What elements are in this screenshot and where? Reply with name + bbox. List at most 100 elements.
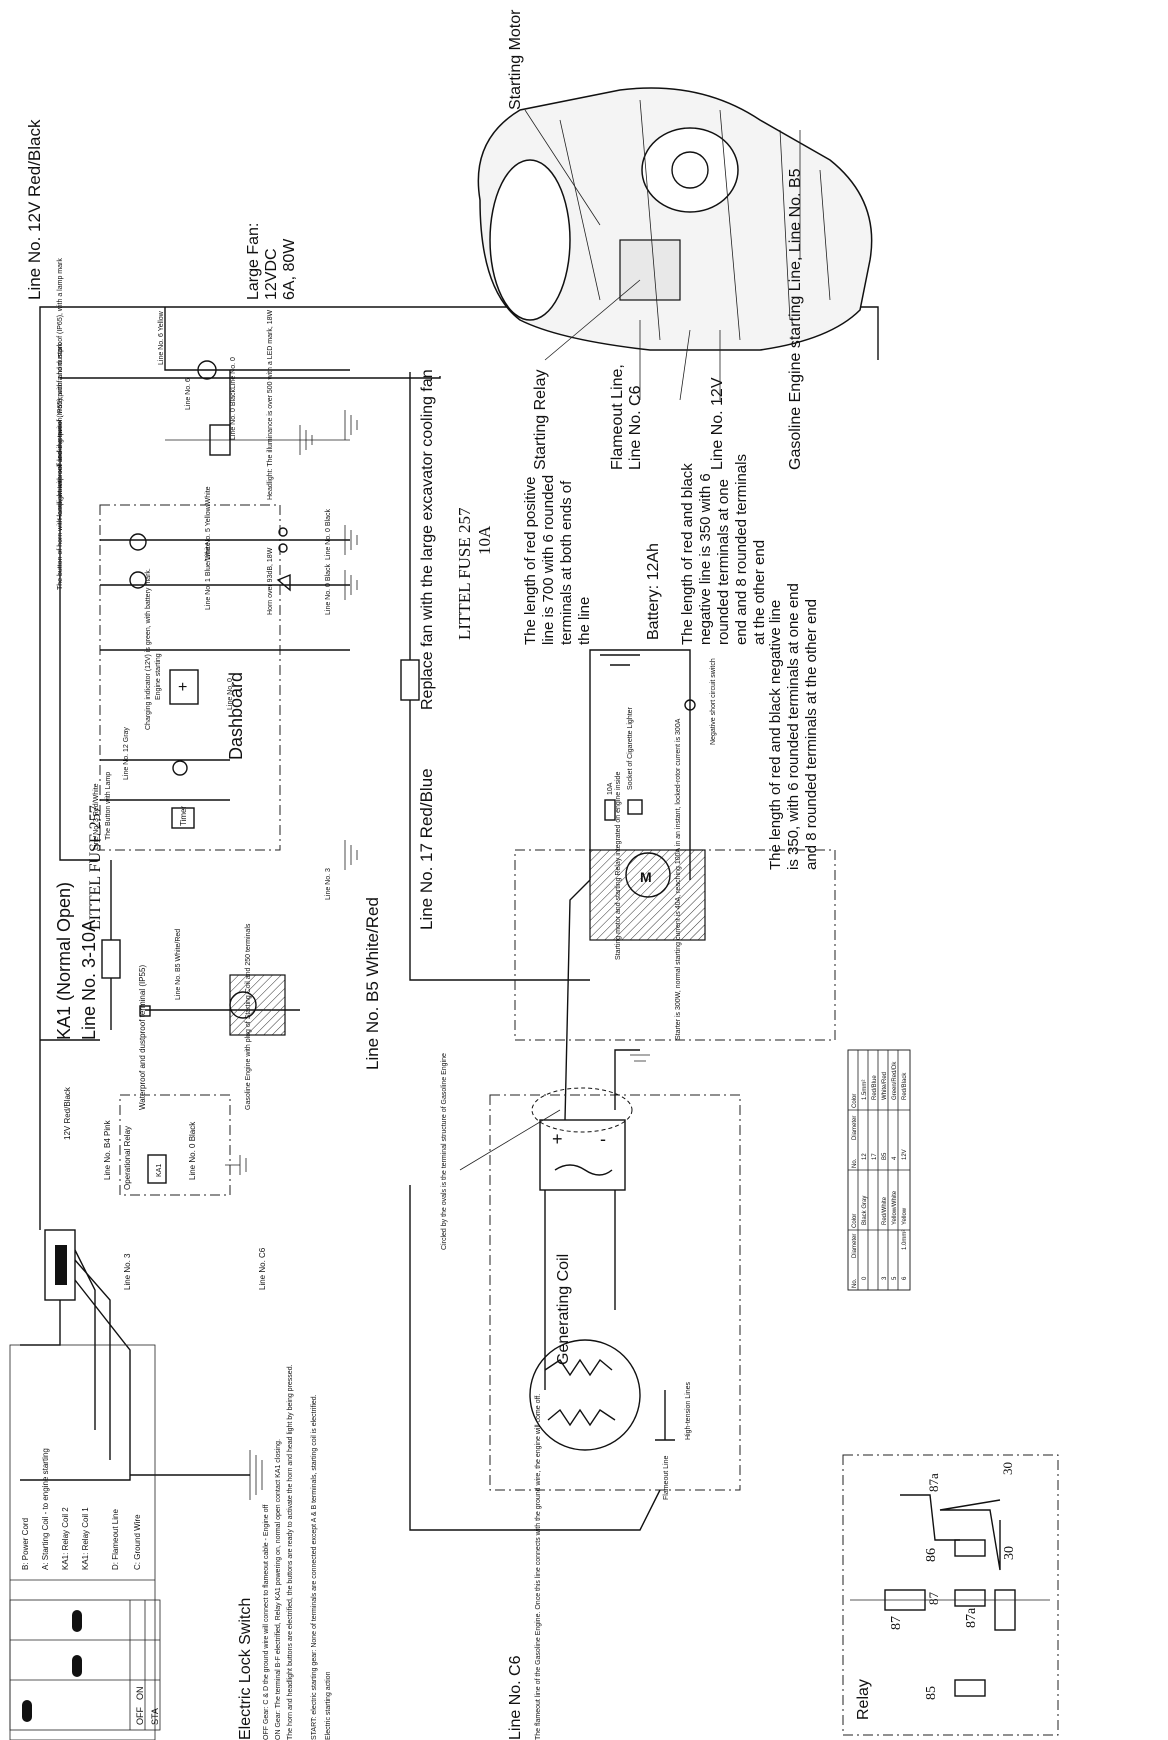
legend-row-4: D: Flameout Line: [111, 1509, 120, 1570]
note-line-1: Line No. 1 Blue/White: [205, 542, 212, 610]
wire-table: No. Diameter Color No. Diameter Color 0 …: [847, 1049, 911, 1291]
red-black-neg-0: The length of red and black: [679, 463, 696, 645]
label-battery: Battery: 12Ah: [645, 543, 662, 640]
note-flameout-small: Flameout Line: [663, 1456, 670, 1500]
note-line-3-red-white: Line No. 3 Red/White: [93, 783, 100, 850]
lock-note-1: ON Gear: The terminal B-F electrified, R…: [275, 1439, 282, 1740]
svg-text:87: 87: [926, 1592, 941, 1606]
table-r4-c3: 12V: [902, 1149, 908, 1160]
relay-pin-87a: 87a: [964, 1607, 979, 1628]
relay-pin-86: 86: [924, 1548, 939, 1562]
ka1-relay-row: Line No. 6: [60, 376, 441, 456]
note-circled: Circled by the ovals is the terminal str…: [441, 1053, 448, 1250]
note-charging: Charging indicator (12V) is green, with …: [145, 568, 152, 730]
line-17-section: LITTEL FUSE 257 10A Line No. 17 Red/Blue…: [400, 369, 590, 981]
lock-note-0: OFF Gear: C & D the ground wire will con…: [263, 1505, 270, 1740]
label-replace-fan: Replace fan with the large excavator coo…: [419, 369, 436, 710]
note-line-12v-rb: 12V Red/Black: [63, 1086, 72, 1140]
table-r0-c2: Black Gray: [862, 1196, 868, 1225]
operational-relay: KA1 Operational Relay Line No. 0 Black L…: [63, 1086, 267, 1290]
ka1-section: LITTEL FUSE 257 KA1 (Normal Open) Line N…: [40, 805, 382, 1110]
note-line-b5: Line No. B5 White/Red: [175, 929, 182, 1000]
large-fan-group: Large Fan: 12VDC 6A, 80W Line No. 6 Yell…: [158, 223, 350, 455]
table-r4-c0: 6: [902, 1276, 908, 1280]
label-fan-spec1: 12VDC: [263, 248, 280, 300]
coil-circle: [529, 1339, 641, 1451]
note-gas-engine-plug: Gasoline Engine with plug of Starting Co…: [245, 923, 252, 1110]
relay-pin-87: 87: [889, 1616, 904, 1630]
red-positive-2: terminals at both ends of: [558, 480, 575, 645]
note-line-0-black3: Line No. 0 Black: [188, 1121, 197, 1180]
starter-circuit: M Starting motor and starting Relay inte…: [514, 543, 836, 1121]
line-length-notes: The length of red positive line is 700 w…: [522, 454, 820, 870]
dashboard: Dashboard + Timer: [59, 420, 358, 870]
red-black-neg-2: rounded terminals at one: [715, 479, 732, 645]
note-line-5: Line No. 5 Yellow/White: [205, 486, 212, 560]
table-r3-c5: Green/Red/Dk: [892, 1061, 898, 1100]
note-headlight-spec: Headlight: The illuminance is over 500 w…: [267, 309, 274, 500]
engine-illustration: Starting Motor Starting Relay Flameout L…: [477, 9, 873, 470]
note-starting-motor-relay: Starting motor and starting Relay integr…: [615, 772, 622, 960]
note-negative-cutout: Negative short circuit switch: [710, 658, 717, 745]
charging-indicator-icon: [172, 760, 188, 776]
note-line-12-gray: Line No. 12 Gray: [123, 727, 130, 780]
legend-row-3: KA1: Relay Coil 1: [81, 1507, 90, 1570]
table-r3-c0: 5: [892, 1276, 898, 1280]
note-line-0-black: Line No. 0 Black: [325, 509, 332, 560]
table-header-color2: Color: [852, 1094, 858, 1108]
negative-switch-icon: [684, 699, 696, 711]
fuse-1: [101, 939, 121, 979]
legend-row-0: B: Power Cord: [21, 1518, 30, 1570]
headlight-lamp-icon: [129, 533, 147, 551]
note-button-horn: The button of horn with lamp, waterproof…: [57, 342, 64, 590]
label-fan-spec2: 6A, 80W: [281, 238, 298, 300]
note-line-c6: Line No. C6: [258, 1247, 267, 1290]
note-line-3: Line No. 3: [325, 868, 332, 900]
legend-row-2: KA1: Relay Coil 2: [61, 1507, 70, 1570]
table-header-diameter2: Diameter: [852, 1116, 858, 1140]
lock-switch-legend: B: Power Cord A: Starting Coil - to engi…: [9, 1344, 161, 1740]
motor-icon: [625, 852, 671, 898]
relay-diagram: Relay 87 87a 86 85 30 87a 87 30: [842, 1454, 1059, 1736]
red-black-neg-3: end and 8 rounded terminals: [733, 454, 750, 645]
svg-text:87a: 87a: [926, 1473, 941, 1492]
svg-text:30: 30: [1000, 1462, 1015, 1475]
fuse-3: [604, 799, 616, 821]
rectifier: [539, 1119, 626, 1191]
red-positive-1: line is 700 with 6 rounded: [540, 475, 557, 645]
table-r3-c2: Yellow/White: [892, 1190, 898, 1225]
table-header-diameter: Diameter: [852, 1234, 858, 1258]
label-flameout-line-no: Line No. C6: [627, 385, 644, 470]
label-dashboard: Dashboard: [226, 672, 246, 760]
ka1-coil: [209, 424, 231, 456]
switch-state-on: ON: [135, 1687, 145, 1701]
table-r2-c3: B5: [882, 1152, 888, 1160]
gas-engine-plug: [229, 974, 286, 1036]
svg-text:M: M: [640, 869, 652, 885]
label-electric-lock-switch: Electric Lock Switch: [237, 1598, 254, 1740]
fan-icon: [197, 360, 217, 380]
waterproof-terminal: [139, 1005, 151, 1017]
label-fuse-1: LITTEL FUSE 257: [87, 805, 104, 930]
table-r0-c3: 12: [862, 1153, 868, 1160]
note-button-lamp: The Button with Lamp: [105, 772, 112, 840]
red-black-neg-4: at the other end: [751, 540, 768, 645]
dashboard-notes: Headlight with self-locking switch, wate…: [57, 258, 332, 900]
table-r4-c1: 1.0mm²: [902, 1230, 908, 1250]
relay-pin-30-box: [994, 1589, 1016, 1631]
table-r3-c3: 4: [892, 1156, 898, 1160]
label-line-c6-bottom: Line No. C6: [507, 1655, 524, 1740]
timer-box: [171, 807, 195, 829]
relay-pin-85-box: [954, 1679, 986, 1697]
label-line-6-yellow: Line No. 6 Yellow: [158, 310, 165, 365]
switch-state-sta: STA: [150, 1708, 160, 1725]
label-line-17-red-blue: Line No. 17 Red/Blue: [417, 768, 436, 930]
table-r4-c2: Yellow: [902, 1207, 908, 1225]
label-gas-start-line: Gasoline Engine starting Line, Line No. …: [787, 168, 804, 470]
svg-text:+: +: [178, 679, 187, 696]
cigarette-lighter: [627, 799, 643, 815]
horn-icon: [276, 573, 291, 592]
note-waterproof-terminal: Waterproof and dustproof terminal (IP55): [138, 965, 147, 1110]
label-generating-coil: Generating Coil: [555, 1254, 572, 1365]
